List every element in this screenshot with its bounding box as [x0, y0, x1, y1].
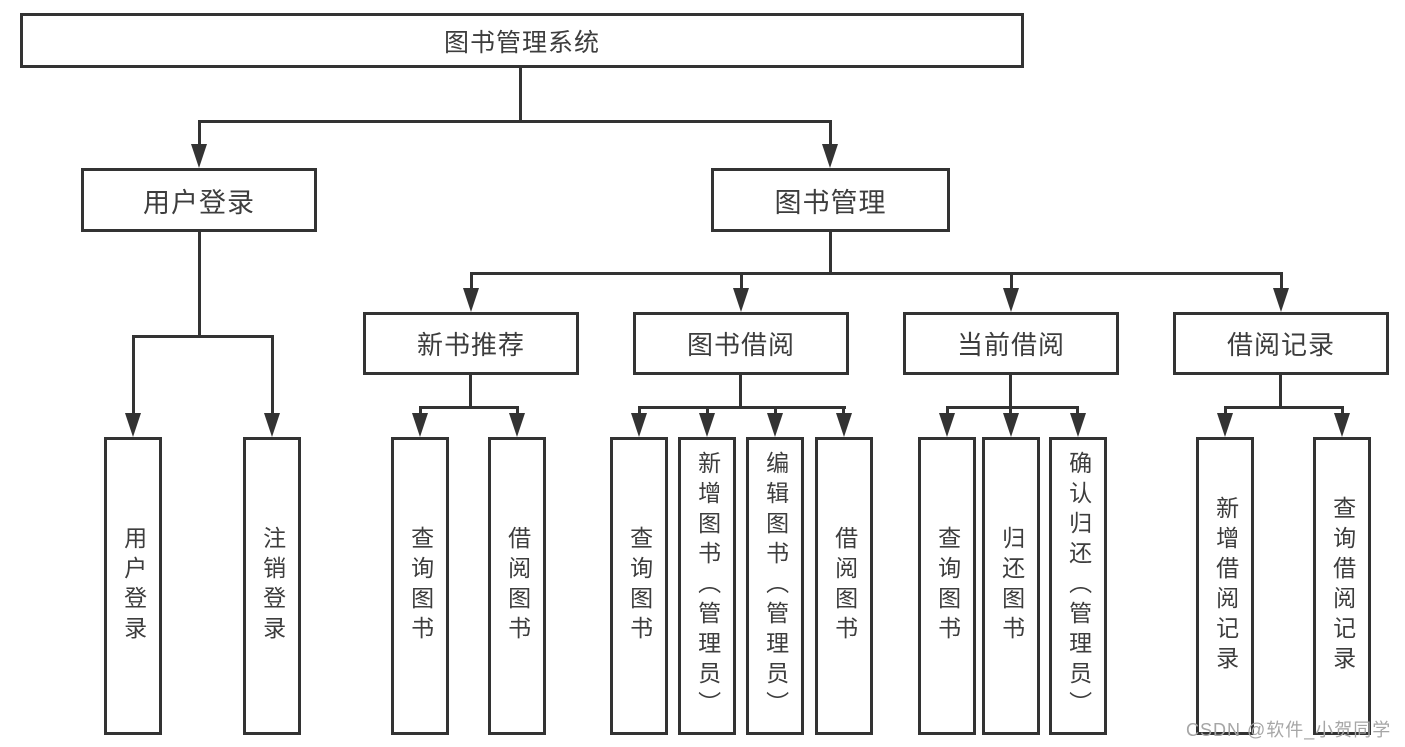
watermark: CSDN @软件_小贺同学	[1186, 720, 1392, 740]
node-root-label: 图书管理系统	[443, 28, 600, 57]
connector-line	[774, 406, 777, 413]
node-book-borrow: 图书借阅	[633, 312, 849, 375]
arrow-down-icon	[939, 413, 955, 437]
connector-line	[1009, 375, 1012, 406]
connector-line	[1224, 406, 1344, 409]
connector-line	[132, 335, 274, 338]
connector-line	[470, 272, 1283, 275]
connector-line	[198, 120, 832, 123]
leaf-query-books-3-label: 查询图书	[934, 526, 961, 646]
node-book-borrow-label: 图书借阅	[686, 330, 795, 360]
leaf-query-books-1-label: 查询图书	[407, 526, 434, 646]
arrow-down-icon	[1070, 413, 1086, 437]
arrow-down-icon	[463, 288, 479, 312]
leaf-logout-label: 注销登录	[259, 526, 286, 646]
connector-line	[419, 406, 519, 409]
node-book-management: 图书管理	[711, 168, 950, 232]
connector-line	[829, 232, 832, 272]
connector-line	[946, 406, 1078, 409]
connector-line	[1280, 272, 1283, 288]
leaf-add-books-admin: 新增图书（管理员）	[678, 437, 736, 735]
leaf-borrow-books-1-label: 借阅图书	[504, 526, 531, 646]
connector-line	[638, 406, 846, 409]
node-borrow-records: 借阅记录	[1173, 312, 1389, 375]
node-current-borrow-label: 当前借阅	[956, 330, 1065, 360]
connector-line	[829, 120, 832, 144]
arrow-down-icon	[191, 144, 207, 168]
leaf-return-books-label: 归还图书	[998, 526, 1025, 646]
leaf-confirm-return-admin: 确认归还（管理员）	[1049, 437, 1107, 735]
connector-line	[946, 406, 949, 413]
leaf-user-login: 用户登录	[104, 437, 162, 735]
leaf-query-borrow-record: 查询借阅记录	[1313, 437, 1371, 735]
arrow-down-icon	[822, 144, 838, 168]
arrow-down-icon	[1003, 413, 1019, 437]
arrow-down-icon	[125, 413, 141, 437]
leaf-edit-books-admin: 编辑图书（管理员）	[746, 437, 804, 735]
arrow-down-icon	[1003, 288, 1019, 312]
node-book-management-label: 图书管理	[774, 187, 887, 218]
connector-line	[1009, 406, 1012, 413]
arrow-down-icon	[733, 288, 749, 312]
node-borrow-records-label: 借阅记录	[1226, 330, 1335, 360]
connector-line	[198, 120, 201, 144]
arrow-down-icon	[412, 413, 428, 437]
arrow-down-icon	[699, 413, 715, 437]
leaf-add-borrow-record: 新增借阅记录	[1196, 437, 1254, 735]
connector-line	[740, 272, 743, 288]
arrow-down-icon	[509, 413, 525, 437]
node-root: 图书管理系统	[20, 13, 1024, 68]
connector-line	[419, 406, 422, 413]
arrow-down-icon	[264, 413, 280, 437]
node-new-book-recommend: 新书推荐	[363, 312, 579, 375]
leaf-query-books-2-label: 查询图书	[626, 526, 653, 646]
connector-line	[132, 335, 135, 413]
leaf-logout: 注销登录	[243, 437, 301, 735]
connector-line	[638, 406, 641, 413]
connector-line	[516, 406, 519, 413]
arrow-down-icon	[836, 413, 852, 437]
arrow-down-icon	[631, 413, 647, 437]
leaf-add-borrow-record-label: 新增借阅记录	[1212, 496, 1239, 676]
leaf-user-login-label: 用户登录	[120, 526, 147, 646]
connector-line	[1224, 406, 1227, 413]
leaf-query-books-1: 查询图书	[391, 437, 449, 735]
leaf-borrow-books-1: 借阅图书	[488, 437, 546, 735]
node-user-login: 用户登录	[81, 168, 317, 232]
leaf-edit-books-admin-label: 编辑图书（管理员）	[762, 451, 789, 721]
node-current-borrow: 当前借阅	[903, 312, 1119, 375]
connector-line	[470, 272, 473, 288]
leaf-confirm-return-admin-label: 确认归还（管理员）	[1065, 451, 1092, 721]
connector-line	[1279, 375, 1282, 406]
leaf-query-books-3: 查询图书	[918, 437, 976, 735]
leaf-query-borrow-record-label: 查询借阅记录	[1329, 496, 1356, 676]
node-new-book-recommend-label: 新书推荐	[416, 330, 525, 360]
node-user-login-label: 用户登录	[143, 187, 255, 218]
arrow-down-icon	[1217, 413, 1233, 437]
connector-line	[706, 406, 709, 413]
arrow-down-icon	[767, 413, 783, 437]
arrow-down-icon	[1334, 413, 1350, 437]
connector-line	[1341, 406, 1344, 413]
leaf-borrow-books-2: 借阅图书	[815, 437, 873, 735]
connector-line	[519, 68, 522, 120]
leaf-add-books-admin-label: 新增图书（管理员）	[694, 451, 721, 721]
leaf-query-books-2: 查询图书	[610, 437, 668, 735]
leaf-return-books: 归还图书	[982, 437, 1040, 735]
connector-line	[469, 375, 472, 406]
connector-line	[739, 375, 742, 406]
connector-line	[198, 232, 201, 335]
connector-line	[1076, 406, 1079, 413]
connector-line	[842, 406, 845, 413]
connector-line	[1010, 272, 1013, 288]
leaf-borrow-books-2-label: 借阅图书	[831, 526, 858, 646]
connector-line	[271, 335, 274, 413]
arrow-down-icon	[1273, 288, 1289, 312]
